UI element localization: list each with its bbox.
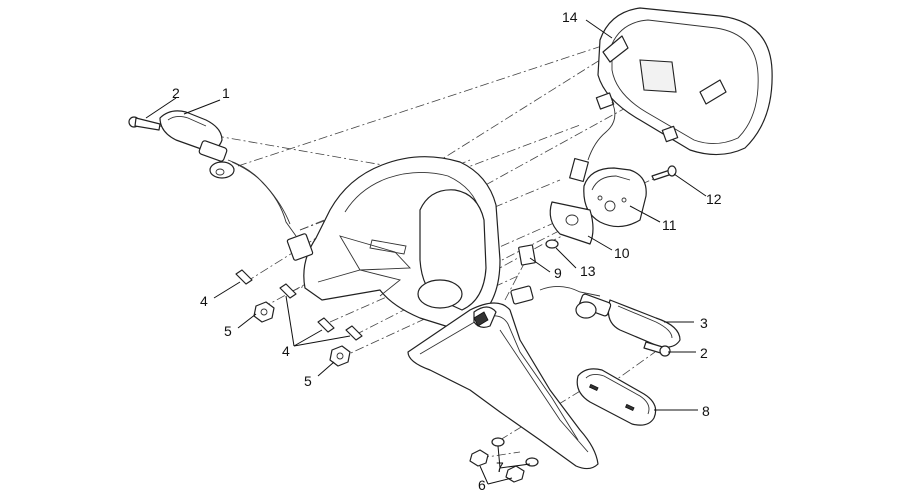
callout-4-lower: 4: [282, 343, 290, 359]
callout-6: 6: [478, 477, 486, 490]
callout-8: 8: [702, 403, 710, 419]
callout-4-upper: 4: [200, 293, 208, 309]
callout-12: 12: [706, 191, 722, 207]
license-plate-lamp: [583, 167, 647, 228]
washer-13: [545, 239, 559, 249]
callout-5-lower: 5: [304, 373, 312, 389]
callout-3: 3: [700, 315, 708, 331]
nuts-5: [253, 301, 351, 367]
clip-nut: [518, 244, 536, 266]
screw-2-upper: [128, 116, 161, 131]
left-turn-signal: [159, 110, 314, 261]
right-turn-signal: [510, 285, 681, 348]
screw-12: [651, 165, 677, 181]
lamp-bracket-plate: [549, 201, 594, 245]
callout-11: 11: [662, 217, 677, 233]
tail-light-housing: [569, 7, 773, 183]
rear-fender-body: [303, 156, 501, 329]
callout-10: 10: [614, 245, 630, 261]
callout-7: 7: [496, 459, 504, 475]
callout-13: 13: [580, 263, 596, 279]
callout-14: 14: [562, 9, 578, 25]
rear-reflector: [576, 368, 657, 426]
screws-4: [235, 269, 363, 341]
screw-2-lower: [643, 341, 671, 357]
callout-labels: 1 2 2 3 4 4 5 5 6 7 8 9 10 11 12 13 14: [172, 9, 722, 490]
callout-2-lower: 2: [700, 345, 708, 361]
leader-lines: [145, 19, 707, 485]
nuts-6-washers-7: [469, 437, 539, 483]
license-plate-bracket: [407, 302, 599, 470]
callout-5-upper: 5: [224, 323, 232, 339]
callout-2-upper: 2: [172, 85, 180, 101]
callout-9: 9: [554, 265, 562, 281]
callout-1: 1: [222, 85, 230, 101]
